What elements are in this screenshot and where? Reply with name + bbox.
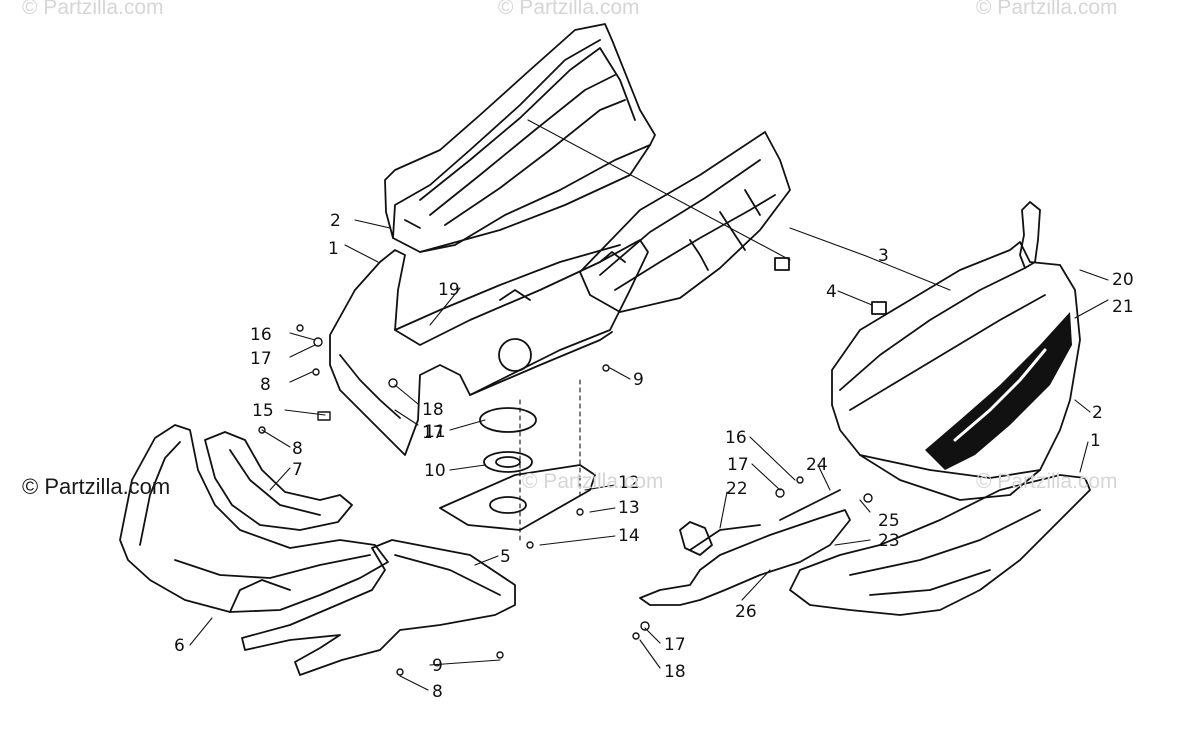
part-nose-cone xyxy=(119,424,389,613)
part-block-a xyxy=(774,257,790,271)
callout-1-upper: 1 xyxy=(328,239,339,259)
watermark-top-left: © Partzilla.com xyxy=(22,0,164,19)
callout-9-mid: 9 xyxy=(633,370,644,390)
callout-3: 3 xyxy=(878,246,889,266)
callout-5: 5 xyxy=(500,547,511,567)
watermark-mid-center: © Partzilla.com xyxy=(522,470,664,493)
callout-18-left: 18 xyxy=(422,400,444,420)
callout-4: 4 xyxy=(826,282,837,302)
callout-17-right: 17 xyxy=(727,455,749,475)
part-ring-11 xyxy=(479,407,537,433)
part-bumper xyxy=(204,431,353,531)
callout-20: 20 xyxy=(1112,270,1134,290)
callout-10: 10 xyxy=(424,461,446,481)
callout-17-bottom-right: 17 xyxy=(664,635,686,655)
callout-6: 6 xyxy=(174,636,185,656)
part-right-running-board xyxy=(789,474,1091,616)
callout-16-left: 16 xyxy=(250,325,272,345)
part-left-tunnel xyxy=(329,239,649,456)
callout-23: 23 xyxy=(878,531,900,551)
part-right-hood xyxy=(831,241,1081,501)
callout-12: 12 xyxy=(618,473,640,493)
callout-15: 15 xyxy=(252,401,274,421)
watermark-mid-right: © Partzilla.com xyxy=(976,470,1118,493)
callout-22: 22 xyxy=(726,479,748,499)
callout-1-right: 1 xyxy=(1090,431,1101,451)
callout-8-mid: 8 xyxy=(292,439,303,459)
part-upper-shell xyxy=(384,23,656,253)
callout-2-right: 2 xyxy=(1092,403,1103,423)
callout-25: 25 xyxy=(878,511,900,531)
part-skid-plate xyxy=(241,539,516,676)
callout-2-upper: 2 xyxy=(330,211,341,231)
part-handle xyxy=(1019,201,1041,269)
callout-21: 21 xyxy=(1112,297,1134,317)
callout-7: 7 xyxy=(292,460,303,480)
callout-8-left: 8 xyxy=(260,375,271,395)
callout-13: 13 xyxy=(618,498,640,518)
callout-8-bottom: 8 xyxy=(432,682,443,702)
callout-11: 11 xyxy=(424,422,446,442)
watermark-top-center: © Partzilla.com xyxy=(498,0,640,19)
callout-17-left: 17 xyxy=(250,349,272,369)
callout-24: 24 xyxy=(806,455,828,475)
watermark-top-right: © Partzilla.com xyxy=(976,0,1118,19)
part-vent-insert xyxy=(579,131,791,313)
callout-18-bottom-right: 18 xyxy=(664,662,686,682)
callout-9-bottom: 9 xyxy=(432,656,443,676)
part-block-b xyxy=(871,301,887,315)
part-plate-12 xyxy=(439,464,596,531)
callout-19: 19 xyxy=(438,280,460,300)
part-rod-24 xyxy=(779,489,841,521)
callout-14: 14 xyxy=(618,526,640,546)
part-ring-10 xyxy=(483,451,533,473)
callout-26: 26 xyxy=(735,602,757,622)
brand-label-left: © Partzilla.com xyxy=(22,474,171,499)
callout-17-mid: 17 xyxy=(422,423,444,443)
callout-16-right: 16 xyxy=(725,428,747,448)
part-right-bracket xyxy=(639,509,851,606)
